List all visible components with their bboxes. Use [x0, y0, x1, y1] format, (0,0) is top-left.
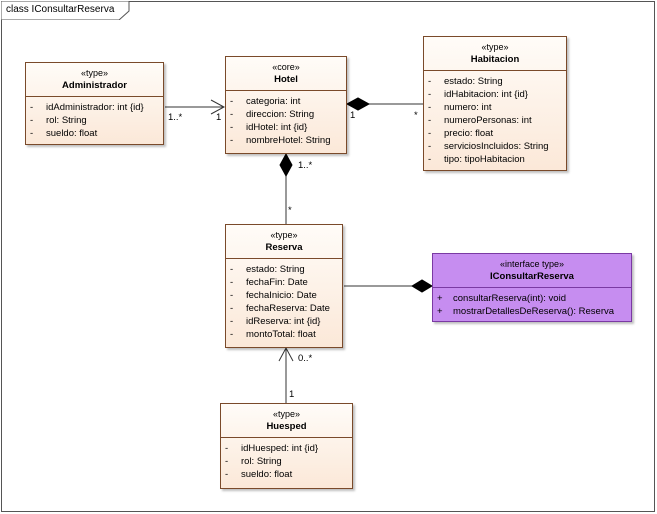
attribute: -montoTotal: float: [230, 329, 316, 340]
attribute: -estado: String: [428, 76, 503, 87]
attribute: -direccion: String: [230, 109, 315, 120]
class-reserva[interactable]: «type» Reserva -estado: String -fechaFin…: [225, 224, 343, 348]
multiplicity-hotel-admin: 1: [216, 112, 222, 123]
attribute: -idHuesped: int {id}: [225, 443, 319, 454]
stereotype: «interface type»: [499, 259, 565, 269]
attribute: -fechaFin: Date: [230, 277, 308, 288]
stereotype: «core»: [272, 62, 300, 72]
attribute: -rol: String: [225, 456, 282, 467]
class-name: Reserva: [265, 242, 303, 253]
class-name: Hotel: [274, 74, 298, 85]
open-arrow-icon: [278, 346, 294, 362]
interface-iconsultarreserva[interactable]: «interface type» IConsultarReserva +cons…: [432, 253, 632, 322]
class-name: Huesped: [266, 421, 307, 432]
attribute: -estado: String: [230, 264, 305, 275]
stereotype: «type»: [272, 409, 301, 419]
attribute: -numeroPersonas: int: [428, 115, 532, 126]
class-name: Habitacion: [470, 54, 520, 65]
operation: +consultarReserva(int): void: [437, 293, 566, 304]
multiplicity-reserva-huesped: 0..*: [298, 353, 313, 364]
stereotype: «type»: [80, 68, 109, 78]
diagram-title: class IConsultarReserva: [6, 4, 115, 15]
attribute: -rol: String: [30, 115, 87, 126]
stereotype: «type»: [481, 42, 509, 52]
class-habitacion[interactable]: «type» Habitacion -estado: String -idHab…: [423, 36, 567, 171]
class-administrador[interactable]: «type» Administrador -idAdministrador: i…: [25, 62, 164, 145]
diagram-frame-tab: [1, 1, 130, 20]
attribute: -fechaReserva: Date: [230, 303, 330, 314]
class-name: Administrador: [62, 80, 127, 91]
attribute: -tipo: tipoHabitacion: [428, 154, 525, 165]
composition-diamond-icon: [345, 97, 371, 111]
attribute: -idReserva: int {id}: [230, 316, 321, 327]
open-arrow-icon: [210, 99, 226, 115]
composition-diamond-icon: [279, 152, 293, 178]
operation: +mostrarDetallesDeReserva(): Reserva: [437, 306, 615, 317]
attribute: -precio: float: [428, 128, 494, 139]
multiplicity-reserva-hotel: *: [288, 205, 292, 216]
multiplicity-hotel-reserva: 1..*: [298, 160, 313, 171]
attribute: -fechaInicio: Date: [230, 290, 317, 301]
attribute: -sueldo: float: [225, 469, 293, 480]
composition-diamond-icon: [411, 279, 433, 293]
attribute: -sueldo: float: [30, 128, 98, 139]
attribute: -categoria: int: [230, 96, 301, 107]
stereotype: «type»: [270, 230, 298, 240]
class-huesped[interactable]: «type» Huesped -idHuesped: int {id} -rol…: [220, 403, 353, 489]
multiplicity-hab: *: [414, 110, 418, 121]
attribute: -nombreHotel: String: [230, 135, 331, 146]
attribute: -idHotel: int {id}: [230, 122, 308, 133]
attribute: -idHabitacion: int {id}: [428, 89, 528, 100]
attribute: -serviciosIncluidos: String: [428, 141, 549, 152]
class-hotel[interactable]: «core» Hotel -categoria: int -direccion:…: [225, 56, 347, 154]
class-name: IConsultarReserva: [490, 271, 574, 282]
multiplicity-huesped: 1: [289, 389, 295, 400]
multiplicity-hotel-hab: 1: [350, 110, 356, 121]
attribute: -numero: int: [428, 102, 492, 113]
attribute: -idAdministrador: int {id}: [30, 102, 144, 113]
multiplicity-admin: 1..*: [168, 112, 183, 123]
